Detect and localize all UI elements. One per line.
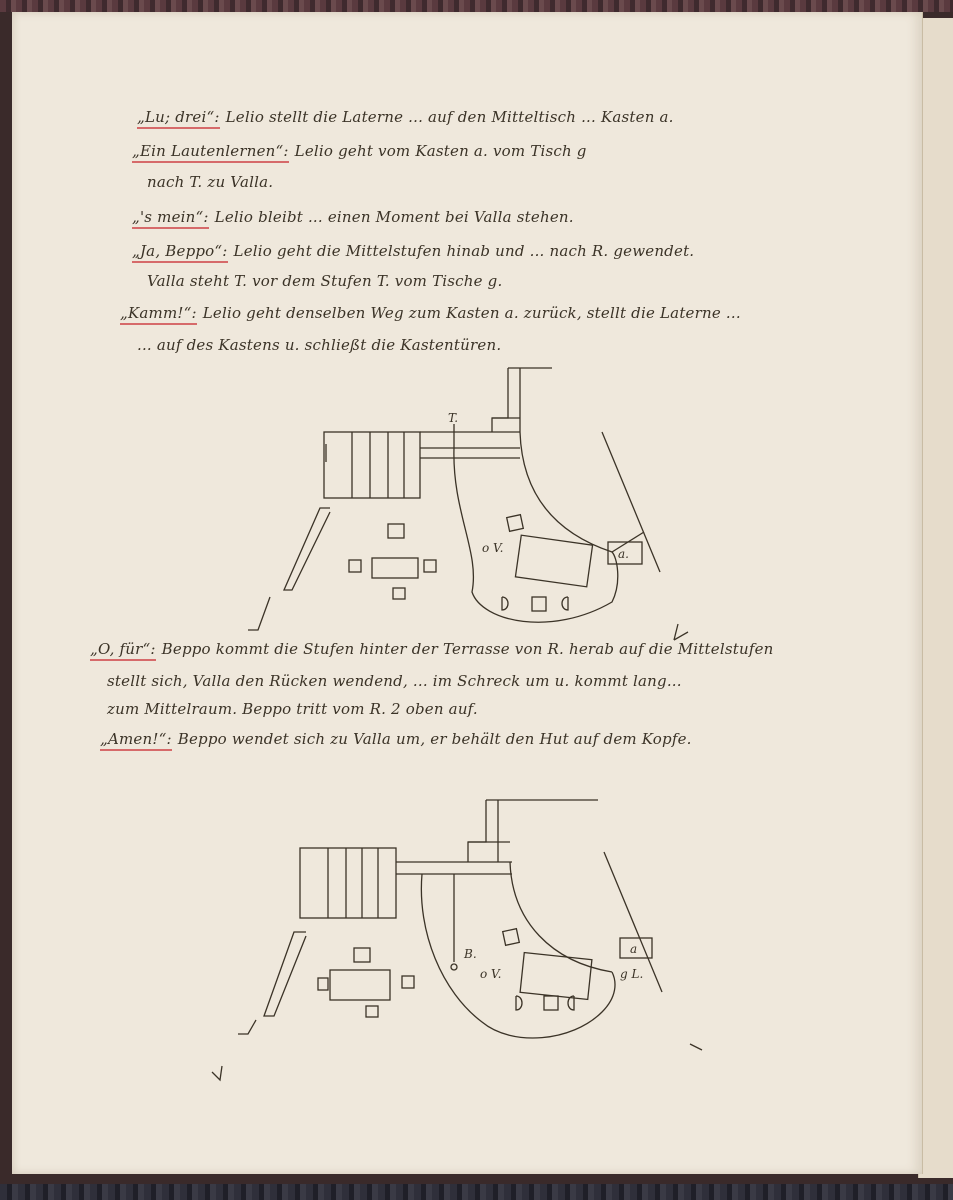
label-a: a.: [618, 547, 629, 561]
text-line: „Ja, Beppo“: Lelio geht die Mittelstufen …: [132, 242, 695, 263]
cue-word: „Kamm!“:: [120, 304, 197, 325]
cue-word: „'s mein“:: [132, 208, 209, 229]
text-line: „Amen!“: Beppo wendet sich zu Valla um, e…: [100, 730, 692, 751]
direction-text: Lelio geht vom Kasten a. vom Tisch g: [294, 142, 587, 160]
stairs: [299, 847, 397, 919]
cue-word: „Ein Lautenlernen“:: [132, 142, 289, 163]
direction-text: Beppo kommt die Stufen hinter der Terras…: [161, 640, 774, 658]
direction-text: zum Mittelraum. Beppo tritt vom R. 2 obe…: [107, 700, 478, 718]
box-a: [619, 937, 653, 959]
cue-word: „Lu; drei“:: [137, 108, 220, 129]
table: [519, 951, 593, 1001]
label-ov: o V.: [480, 967, 501, 981]
text-line: „O, für“: Beppo kommt die Stufen hinter d…: [90, 640, 774, 661]
left-table: [329, 969, 391, 1001]
direction-text: Lelio stellt die Laterne ... auf den Mit…: [225, 108, 674, 126]
direction-text: Beppo wendet sich zu Valla um, er behält…: [177, 730, 692, 748]
text-line: „Kamm!“: Lelio geht denselben Weg zum Kas…: [120, 304, 741, 325]
label-ov: o V.: [482, 541, 503, 555]
text-line: stellt sich, Valla den Rücken wendend, .…: [107, 672, 682, 690]
label-b: B.: [463, 947, 477, 961]
text-line: „'s mein“: Lelio bleibt ... einen Moment …: [132, 208, 574, 229]
box-a: [607, 541, 643, 565]
text-line: nach T. zu Valla.: [147, 173, 273, 191]
direction-text: Valla steht T. vor dem Stufen T. vom Tis…: [147, 272, 503, 290]
text-line: Valla steht T. vor dem Stufen T. vom Tis…: [147, 272, 502, 290]
book-binding-bottom: [0, 1184, 953, 1200]
stage-diagram-1: a. o V. T.: [248, 367, 689, 641]
cue-word: „Ja, Beppo“:: [132, 242, 228, 263]
label-a: a: [630, 942, 637, 956]
direction-text: nach T. zu Valla.: [147, 173, 274, 191]
text-line: ... auf des Kastens u. schließt die Kast…: [137, 336, 501, 354]
text-line: zum Mittelraum. Beppo tritt vom R. 2 obe…: [107, 700, 478, 718]
direction-text: Lelio geht die Mittelstufen hinab und ..…: [233, 242, 695, 260]
direction-text: stellt sich, Valla den Rücken wendend, .…: [107, 672, 682, 690]
direction-text: Lelio geht denselben Weg zum Kasten a. z…: [202, 304, 741, 322]
left-table: [371, 557, 419, 579]
label-gl: g L.: [620, 967, 643, 981]
text-line: „Ein Lautenlernen“: Lelio geht vom Kasten…: [132, 142, 587, 163]
adjacent-page-edge: [918, 18, 953, 1178]
book-binding-top: [0, 0, 953, 12]
cue-word: „O, für“:: [90, 640, 156, 661]
stage-diagram-2: B. o V. a g L.: [211, 799, 703, 1082]
direction-text: Lelio bleibt ... einen Moment bei Valla …: [214, 208, 574, 226]
text-line: „Lu; drei“: Lelio stellt die Laterne ... …: [137, 108, 674, 129]
label-t: T.: [448, 411, 458, 425]
stairs: [323, 431, 421, 499]
table: [514, 534, 594, 588]
cue-word: „Amen!“:: [100, 730, 172, 751]
direction-text: ... auf des Kastens u. schließt die Kast…: [137, 336, 502, 354]
manuscript-page: „Lu; drei“: Lelio stellt die Laterne ... …: [12, 12, 923, 1174]
